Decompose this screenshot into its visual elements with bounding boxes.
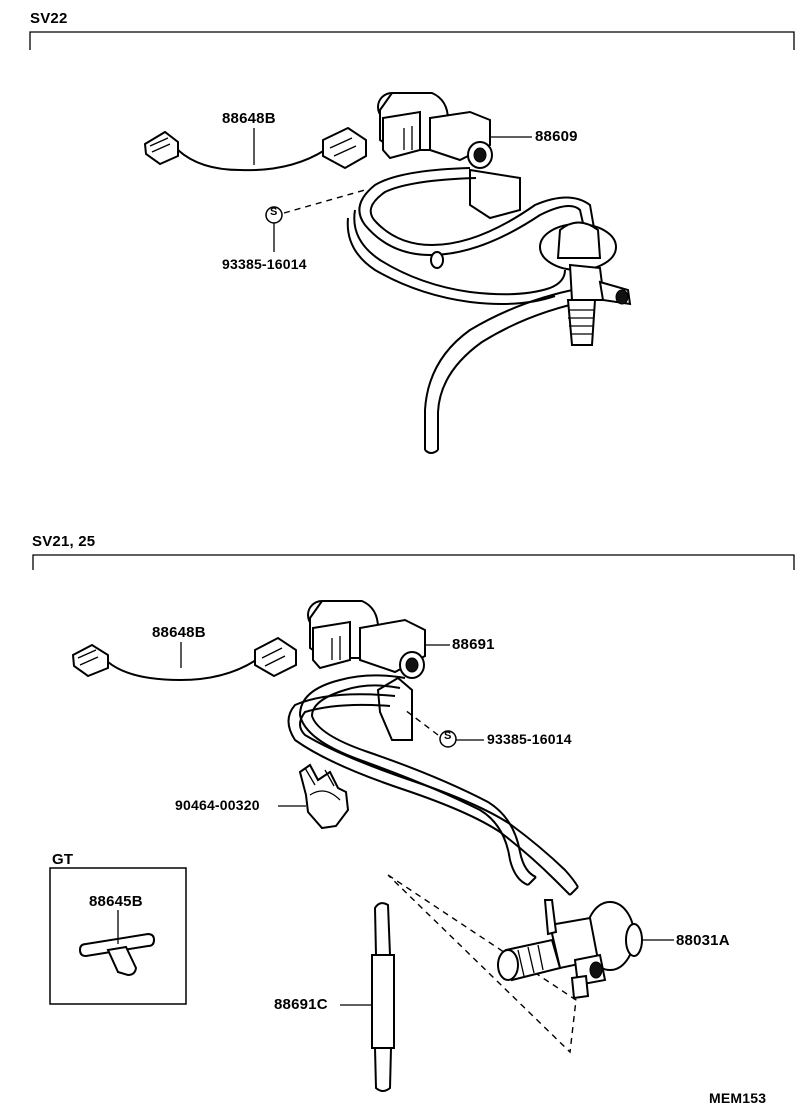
vacuum-actuator-top [539, 221, 632, 346]
solenoid-valve-top [377, 92, 493, 169]
callout-bottom-harness: 88648B [152, 624, 206, 641]
screw-symbol-top [265, 189, 366, 252]
clamp-part [298, 763, 350, 830]
hoses-top [346, 167, 595, 454]
wire-harness-bottom [71, 636, 297, 682]
callout-hose: 88691C [274, 996, 328, 1013]
valve-bracket-bottom [376, 676, 413, 741]
valve-bracket-top [469, 168, 521, 220]
section-title-sv22: SV22 [30, 10, 68, 27]
callout-top-harness: 88648B [222, 110, 276, 127]
callout-clamp: 90464-00320 [175, 797, 260, 813]
wire-harness-top [143, 126, 367, 172]
footer-code: MEM153 [709, 1090, 767, 1106]
callout-bottom-valve: 88691 [452, 636, 495, 653]
hose-88691c [340, 902, 395, 1092]
inset-title-gt: GT [52, 851, 74, 868]
screw-s-bottom: S [444, 730, 452, 742]
screw-symbol-bottom [404, 709, 484, 748]
vacuum-actuator-bottom [387, 874, 674, 1054]
callout-top-screw: 93385-16014 [222, 256, 307, 272]
callout-top-valve: 88609 [535, 128, 578, 145]
gt-inset-box [49, 867, 187, 1005]
hoses-bottom [287, 674, 579, 896]
section-bracket-top [29, 31, 795, 50]
callout-bottom-screw: 93385-16014 [487, 731, 572, 747]
callout-actuator: 88031A [676, 932, 730, 949]
callout-gt-tee: 88645B [89, 893, 143, 910]
section-bracket-bottom [32, 554, 795, 570]
section-title-sv21-25: SV21, 25 [32, 533, 96, 550]
solenoid-valve-bottom [307, 600, 426, 679]
screw-s-top: S [270, 206, 278, 218]
